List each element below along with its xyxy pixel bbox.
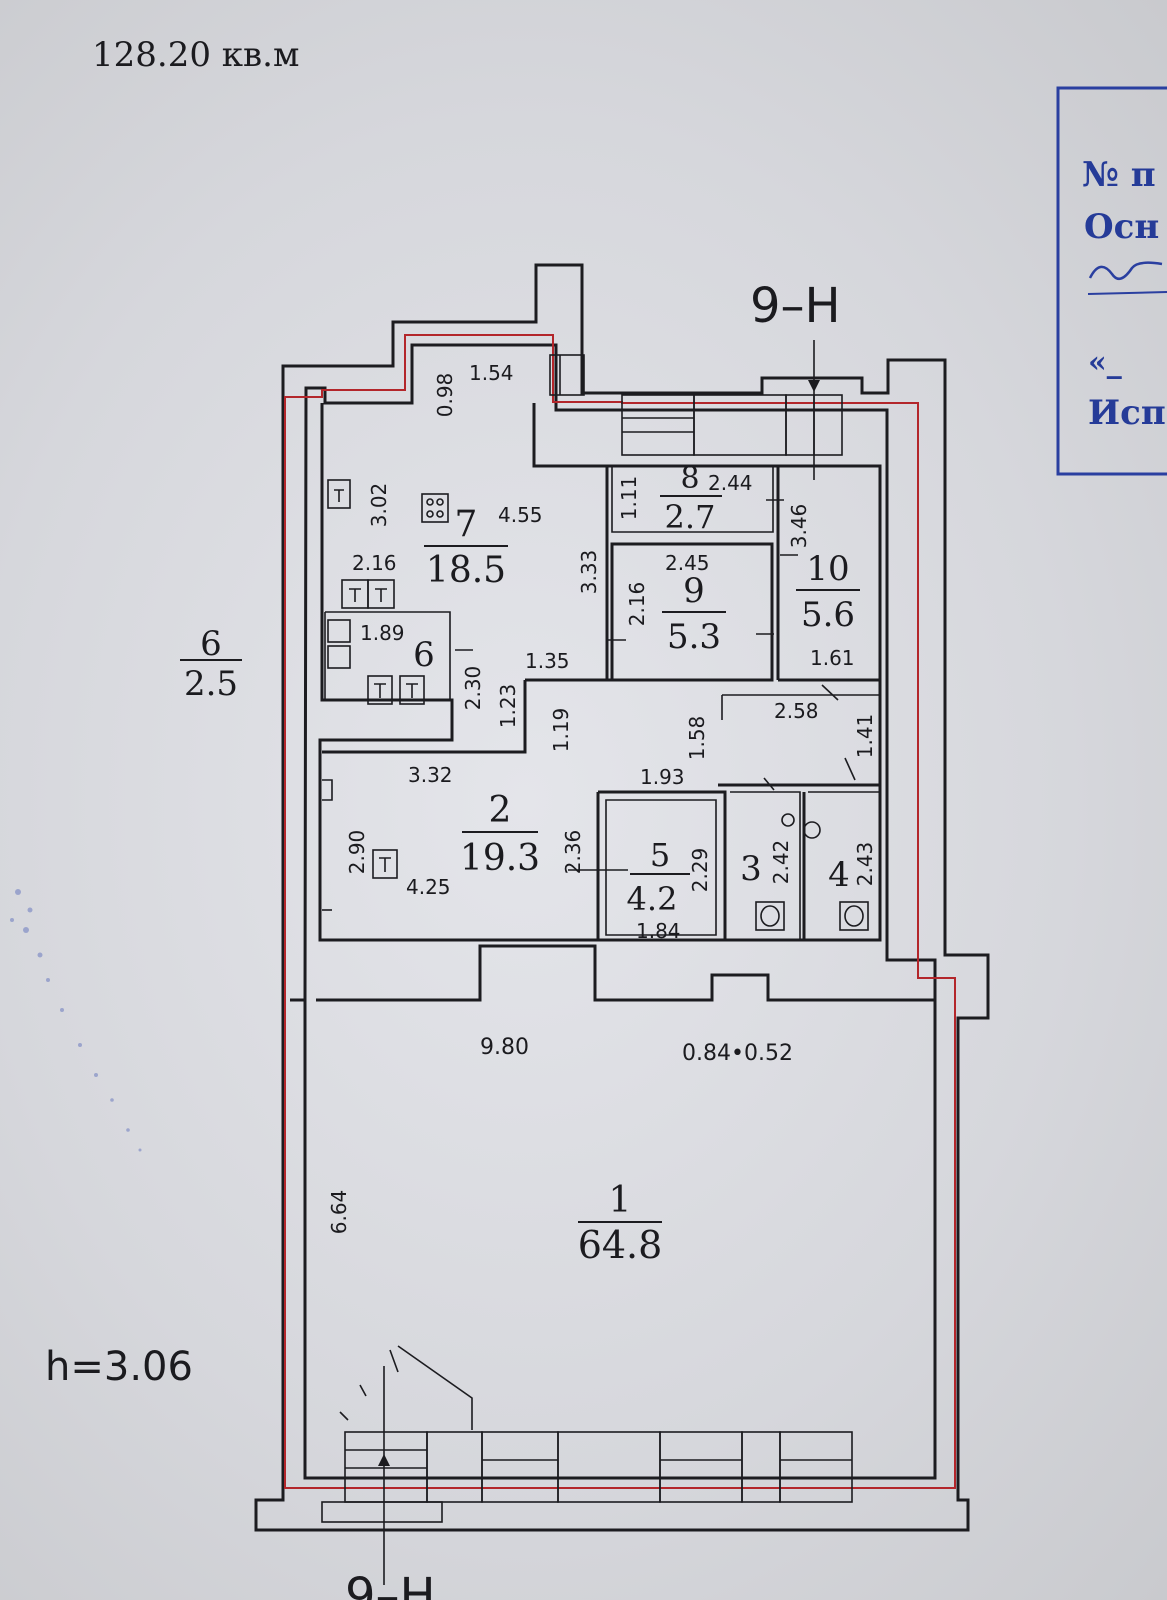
drain-icon [781, 813, 795, 827]
stamp: № п Осн «_ Исп [1056, 86, 1167, 476]
svg-text:7: 7 [455, 504, 478, 545]
dim-label: 0.98 [433, 373, 457, 418]
room-label-2: 2 19.3 [460, 790, 540, 879]
drain-icon [803, 821, 821, 839]
dim-label: 2.45 [665, 551, 710, 575]
dim-label: 9.80 [480, 1035, 529, 1060]
svg-text:5.6: 5.6 [801, 595, 855, 635]
dim-label: 3.33 [577, 550, 601, 595]
toilet-icon [839, 901, 869, 931]
svg-text:2.5: 2.5 [184, 664, 238, 704]
sink-icon [372, 849, 398, 879]
dim-label: 1.19 [549, 708, 573, 753]
svg-text:19.3: 19.3 [460, 838, 540, 879]
dim-label: 3.02 [367, 483, 391, 528]
room-label-10: 10 5.6 [796, 549, 860, 635]
windows-bottom [321, 1431, 853, 1523]
dim-label: 1.58 [685, 716, 709, 761]
room-label-6: 6 [413, 635, 435, 675]
dim-label: 1.84 [636, 919, 681, 943]
interior-walls [316, 403, 935, 1002]
svg-text:10: 10 [806, 549, 849, 589]
section-arrow-bottom [378, 1366, 390, 1585]
room-label-7: 7 18.5 [424, 504, 508, 591]
ink-smudge [10, 889, 142, 1152]
dimension-ticks [455, 499, 856, 871]
svg-text:9: 9 [683, 571, 705, 611]
dim-label: 2.16 [625, 582, 649, 627]
svg-text:6: 6 [200, 624, 222, 664]
entrance-door [339, 1345, 473, 1430]
stamp-line-2: Осн [1084, 207, 1159, 247]
dim-label: 2.29 [688, 848, 712, 893]
toilet-icon [755, 901, 785, 931]
section-label-top: 9–Н [750, 278, 841, 334]
dim-label: 1.11 [617, 476, 641, 521]
svg-text:5: 5 [650, 836, 670, 874]
dim-label: 6.64 [327, 1190, 351, 1235]
dim-label: 2.16 [352, 551, 397, 575]
sink-icon [367, 579, 395, 609]
dim-label: 4.25 [406, 875, 451, 899]
total-area-label: 128.20 кв.м [92, 35, 299, 75]
stamp-line-3: «_ [1088, 345, 1122, 380]
svg-text:5.3: 5.3 [667, 617, 721, 657]
dim-label: 2.30 [461, 666, 485, 711]
stamp-signature [1088, 261, 1163, 281]
dim-label: 2.43 [853, 842, 877, 887]
room-label-8: 8 2.7 [660, 461, 722, 536]
dim-label: 2.42 [769, 840, 793, 885]
svg-text:8: 8 [680, 461, 699, 496]
dim-label: 0.84•0.52 [682, 1041, 793, 1066]
dim-label: 1.54 [469, 361, 514, 385]
stamp-underline [1087, 291, 1167, 295]
dim-label: 3.32 [408, 763, 453, 787]
stamp-line-4: Исп [1088, 393, 1166, 433]
dim-label: 2.36 [561, 830, 585, 875]
dim-label: 1.41 [853, 714, 877, 759]
dimension-labels: 0.98 1.54 3.02 4.55 2.16 1.89 2.30 1.23 … [327, 361, 877, 1234]
dim-label: 1.35 [525, 649, 570, 673]
room-label-9: 9 5.3 [662, 571, 726, 657]
dim-label: 2.90 [345, 830, 369, 875]
dim-label: 1.61 [810, 646, 855, 670]
sink-icon [327, 645, 351, 669]
outer-walls [254, 263, 990, 1532]
svg-text:4.2: 4.2 [627, 880, 678, 918]
dim-label: 1.93 [640, 765, 685, 789]
svg-text:2: 2 [489, 790, 512, 831]
stamp-line-1: № п [1082, 155, 1156, 195]
dim-label: 4.55 [498, 503, 543, 527]
outside-room-label: 6 2.5 [180, 624, 242, 704]
stamp-frame [1056, 86, 1167, 476]
sink-icon [327, 479, 351, 509]
dim-label: 3.46 [787, 504, 811, 549]
dim-label: 2.58 [774, 699, 819, 723]
height-note: h=3.06 [45, 1344, 193, 1390]
room-label-5: 5 4.2 [627, 836, 690, 918]
fixtures [327, 479, 869, 931]
stove-icon [421, 493, 449, 523]
section-arrow-top [808, 340, 820, 480]
room-label-3: 3 [740, 849, 762, 889]
room-label-4: 4 [828, 855, 850, 895]
svg-text:2.7: 2.7 [665, 498, 716, 536]
sink-icon [399, 675, 425, 705]
dim-label: 1.89 [360, 621, 405, 645]
room-label-1: 1 64.8 [578, 1180, 663, 1267]
dim-label: 1.23 [496, 684, 520, 729]
svg-text:64.8: 64.8 [578, 1223, 663, 1267]
section-label-bottom: 9–Н [345, 1568, 436, 1600]
windows-top [549, 354, 843, 456]
sink-icon [327, 619, 351, 643]
sink-icon [367, 675, 393, 705]
dim-label: 2.44 [708, 471, 753, 495]
svg-text:18.5: 18.5 [426, 550, 506, 591]
svg-text:1: 1 [609, 1180, 632, 1221]
